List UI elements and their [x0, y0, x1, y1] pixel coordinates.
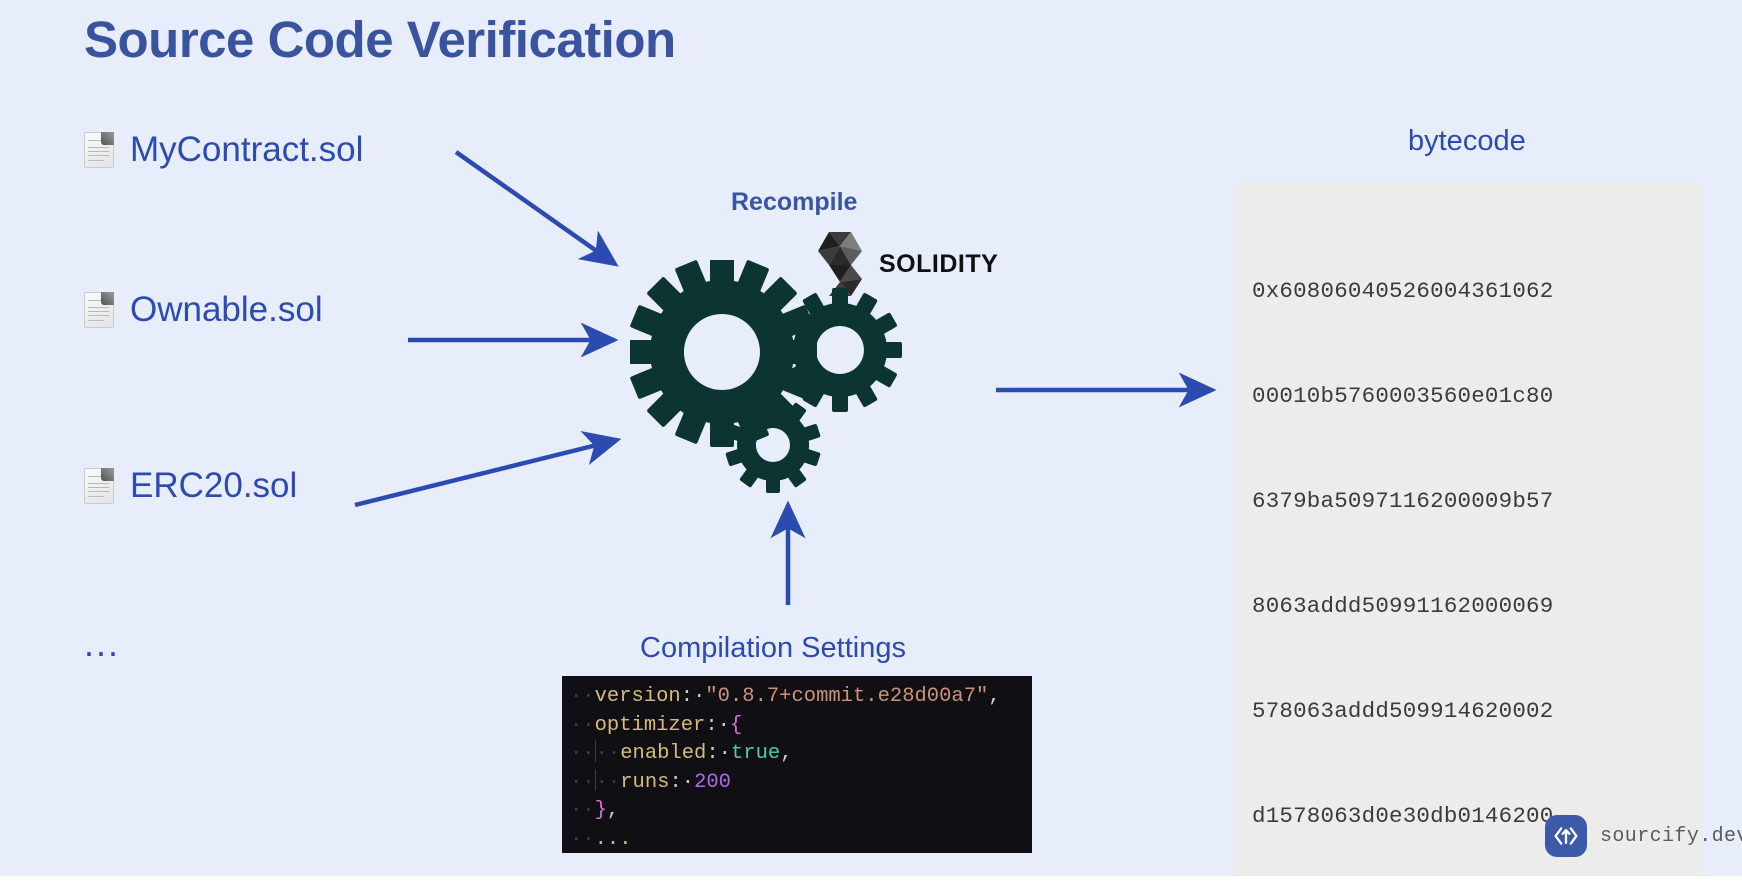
source-file-ownable: Ownable.sol: [84, 290, 323, 330]
code-token: optimizer: [594, 713, 706, 737]
indent-dots: ··: [570, 713, 595, 737]
code-line: ··...: [570, 826, 1032, 854]
indent-dots: ··: [595, 770, 621, 794]
bytecode-line: 6379ba5097116200009b57: [1252, 487, 1554, 514]
indent-guide: [594, 768, 596, 791]
document-icon: [84, 132, 114, 168]
recompile-label: Recompile: [731, 188, 858, 216]
sourcify-branding: sourcify.dev: [1545, 815, 1742, 857]
code-token: true: [730, 742, 781, 765]
code-token: runs: [620, 770, 670, 794]
indent-dots: ··: [570, 742, 595, 765]
source-file-label: Ownable.sol: [130, 290, 323, 329]
code-token: {: [729, 713, 743, 737]
bytecode-line: d1578063d0e30db0146200: [1252, 802, 1554, 829]
source-file-label: MyContract.sol: [130, 130, 364, 169]
bytecode-line: 578063addd509914620002: [1252, 697, 1554, 724]
document-icon: [84, 468, 114, 504]
code-token: ,: [780, 742, 793, 765]
bytecode-label: bytecode: [1408, 125, 1526, 157]
code-line: ··optimizer:·{: [570, 712, 1032, 741]
gears-icon: [630, 260, 902, 493]
code-line: ····runs:·200: [570, 768, 1032, 798]
indent-dots: ··: [570, 685, 595, 708]
sourcify-brand-text: sourcify.dev: [1600, 824, 1742, 848]
code-token: enabled: [620, 742, 707, 765]
code-token: :: [680, 685, 694, 708]
code-token: ·: [717, 713, 730, 737]
bytecode-line: 8063addd50991162000069: [1252, 592, 1554, 619]
code-token: ·: [681, 770, 695, 794]
indent-dots: ··: [570, 799, 595, 822]
compilation-settings-label: Compilation Settings: [640, 632, 906, 664]
bytecode-output: 0x60806040526004361062 00010b5760003560e…: [1234, 182, 1702, 882]
page-title: Source Code Verification: [84, 11, 676, 68]
bytecode-line: 00010b5760003560e01c80: [1252, 382, 1554, 409]
indent-dots: ··: [570, 827, 595, 851]
source-file-erc20: ERC20.sol: [84, 466, 297, 506]
arrow-erc20-to-gears: [354, 430, 622, 508]
bytecode-line: 0x60806040526004361062: [1252, 277, 1554, 304]
source-file-mycontract: MyContract.sol: [84, 130, 363, 170]
code-token: 200: [694, 770, 731, 794]
solidity-logo-group: SOLIDITY: [812, 232, 998, 296]
code-line: ··version:·"0.8.7+commit.e28d00a7",: [570, 683, 1032, 712]
code-token: version: [594, 685, 681, 708]
code-token: ...: [594, 827, 632, 851]
indent-dots: ··: [570, 770, 595, 794]
code-token: ,: [988, 685, 1001, 708]
document-icon: [84, 292, 114, 328]
code-token: ·: [718, 742, 731, 765]
code-token: }: [594, 799, 607, 822]
code-line: ····enabled:·true,: [570, 740, 1032, 769]
code-token: ,: [606, 799, 620, 822]
code-token: ·: [693, 685, 706, 708]
source-file-label: ERC20.sol: [130, 466, 298, 505]
solidity-logo-text: SOLIDITY: [879, 249, 999, 278]
compilation-settings-code: ··version:·"0.8.7+commit.e28d00a7",··opt…: [562, 676, 1032, 853]
indent-dots: ··: [595, 742, 621, 765]
arrow-mycontract-to-gears: [454, 150, 619, 267]
code-token: :: [705, 713, 718, 737]
sourcify-logo-icon: [1545, 815, 1587, 857]
indent-guide: [594, 740, 596, 762]
code-token: :: [669, 770, 682, 794]
code-token: "0.8.7+commit.e28d00a7": [705, 685, 989, 708]
source-files-more: ...: [84, 623, 121, 664]
bottom-rule: [0, 876, 1742, 882]
code-line: ··},: [570, 797, 1032, 826]
code-token: :: [706, 742, 719, 765]
